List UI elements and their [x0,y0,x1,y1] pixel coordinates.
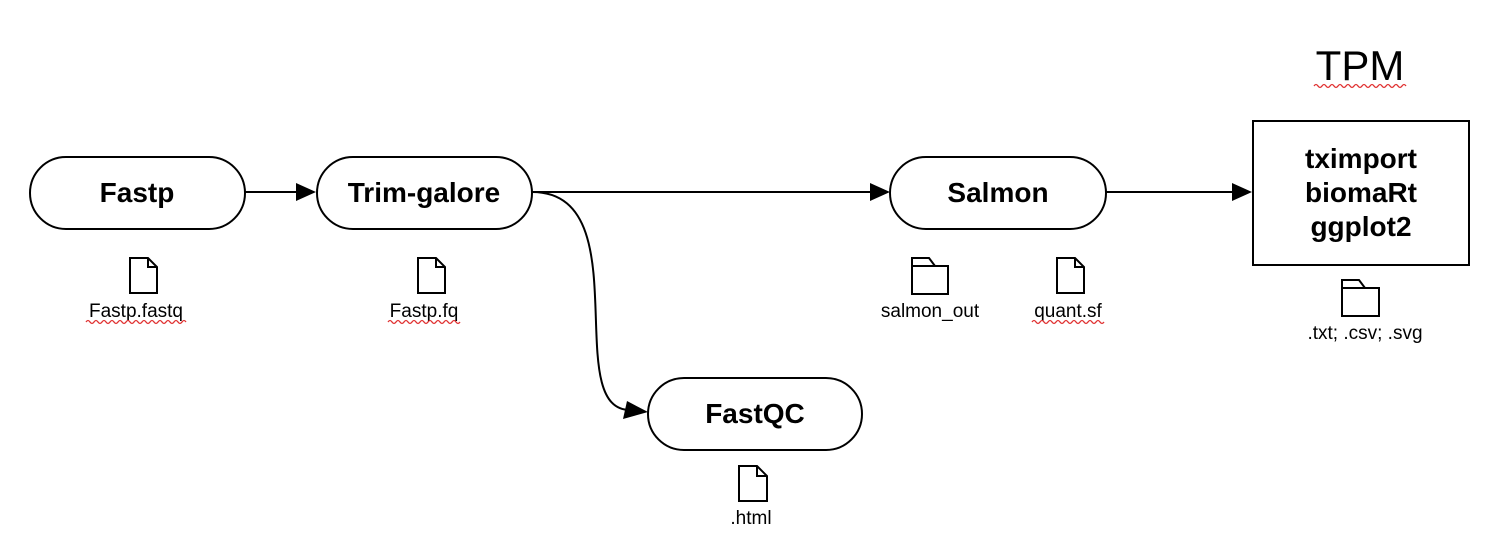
output-fastp-label: Fastp.fastq [89,301,183,322]
arrowhead-salmon-analysis [1232,183,1252,201]
spellcheck-underline-trim [387,319,461,325]
file-icon [129,257,158,294]
title-tpm: TPM [1316,42,1405,89]
node-trim-galore-label: Trim-galore [348,177,500,208]
folder-icon [1341,279,1380,317]
file-icon [417,257,446,294]
arrowhead-trim-fastqc [623,401,648,419]
output-analysis: .txt; .csv; .svg [1307,279,1423,344]
node-fastp: Fastp [29,156,246,230]
output-fastp: Fastp.fastq [85,257,187,325]
edges [245,183,1252,419]
output-salmon-quant-label: quant.sf [1034,301,1102,322]
node-trim-galore: Trim-galore [316,156,533,230]
node-analysis-label-2: ggplot2 [1310,211,1411,242]
arrowhead-fastp-trim [296,183,316,201]
output-salmon-dir: salmon_out [881,257,980,322]
arrowhead-trim-salmon [870,183,890,201]
node-analysis-label-1: biomaRt [1305,177,1417,208]
node-fastqc-label: FastQC [705,398,805,429]
output-trim-galore-label: Fastp.fq [390,301,459,322]
node-fastp-label: Fastp [100,177,175,208]
edge-trim-fastqc [531,191,631,411]
folder-icon [911,257,949,295]
file-icon [738,465,768,502]
output-fastqc-label: .html [730,508,771,529]
output-salmon-quant: quant.sf [1031,257,1105,325]
output-analysis-label: .txt; .csv; .svg [1307,323,1422,344]
node-salmon-label: Salmon [947,177,1048,208]
node-fastqc: FastQC [647,377,863,451]
spellcheck-underline-title [1313,83,1407,89]
spellcheck-underline-quant [1031,319,1105,325]
output-fastqc: .html [730,465,772,529]
node-analysis-label-0: tximport [1305,143,1417,174]
output-trim-galore: Fastp.fq [387,257,461,325]
output-salmon-dir-label: salmon_out [881,301,980,322]
node-salmon: Salmon [889,156,1107,230]
spellcheck-underline-fastp [85,319,187,325]
file-icon [1056,257,1085,294]
node-analysis: tximport biomaRt ggplot2 [1252,120,1470,266]
